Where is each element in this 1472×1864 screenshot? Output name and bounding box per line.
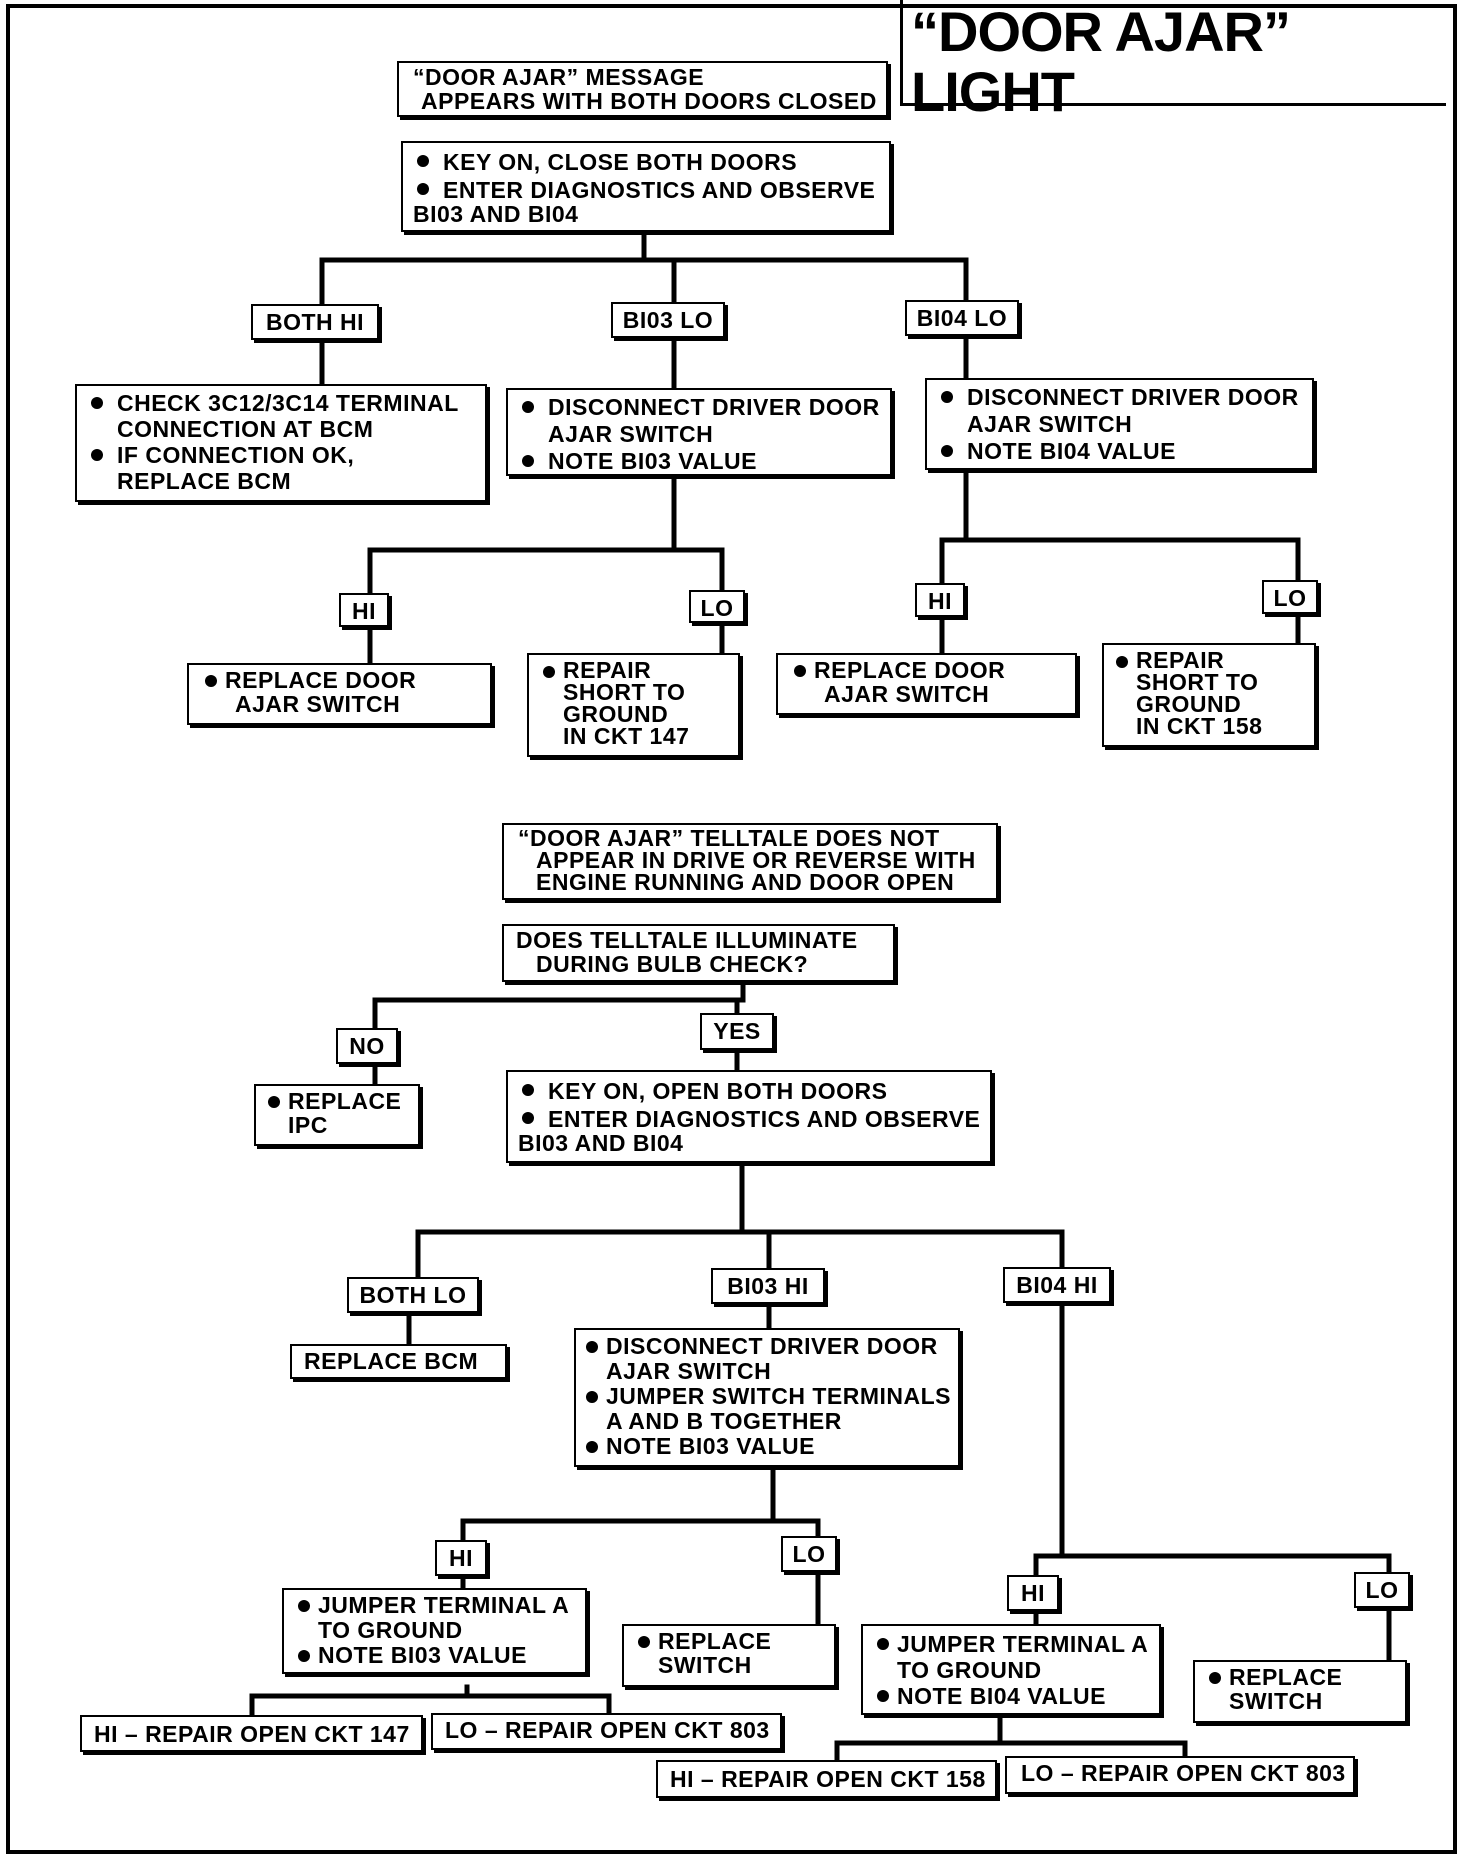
flow1-repair-158-cont3: IN CKT 158 — [1136, 713, 1263, 739]
flow2-start-line3: ENGINE RUNNING AND DOOR OPEN — [536, 869, 955, 895]
flow2-replace-switch-1: REPLACE SWITCH — [622, 1624, 836, 1687]
flow1-step1-bullet2: ENTER DIAGNOSTICS AND OBSERVE — [413, 176, 889, 204]
flow1-repair-147: REPAIR SHORT TO GROUND IN CKT 147 — [527, 653, 740, 757]
flow1-repair-158-cont2: GROUND — [1136, 691, 1242, 717]
flow2-question-line2: DURING BULB CHECK? — [536, 951, 809, 977]
flow1-bi04-hi-label: HI — [915, 583, 965, 617]
flow1-replace-door-ajar-1: REPLACE DOOR AJAR SWITCH — [187, 663, 492, 725]
flow2-jumper-bi03-box: JUMPER TERMINAL A TO GROUND NOTE BI03 VA… — [282, 1588, 587, 1674]
flow2-bi03-hi-bullet1: DISCONNECT DRIVER DOOR — [586, 1334, 958, 1359]
flow2-branch-bi03-hi: BI03 HI — [711, 1268, 825, 1304]
flow2-replace-ipc: REPLACE IPC — [254, 1084, 420, 1146]
flow1-bi03-lo-cont1: AJAR SWITCH — [548, 421, 714, 447]
flow1-start-box: “DOOR AJAR” MESSAGE APPEARS WITH BOTH DO… — [397, 61, 888, 117]
flow2-replace-switch-2: REPLACE SWITCH — [1193, 1660, 1407, 1723]
flow1-start-line2: APPEARS WITH BOTH DOORS CLOSED — [421, 88, 877, 114]
flow1-bi03-lo-label: LO — [689, 590, 745, 623]
flow2-jumper-bi04-box: JUMPER TERMINAL A TO GROUND NOTE BI04 VA… — [861, 1624, 1161, 1715]
flow2-jumper-bi04-bullet2: NOTE BI04 VALUE — [877, 1683, 1159, 1709]
flow1-repair-158-bullet: REPAIR — [1116, 649, 1314, 672]
flow2-lo-repair-803-1: LO – REPAIR OPEN CKT 803 — [431, 1713, 782, 1750]
flow2-yes-label: YES — [700, 1013, 774, 1050]
flow2-step1-bullet2: ENTER DIAGNOSTICS AND OBSERVE — [518, 1105, 990, 1133]
flow1-both-hi-action: CHECK 3C12/3C14 TERMINAL CONNECTION AT B… — [75, 384, 487, 502]
flow2-start-line2: APPEAR IN DRIVE OR REVERSE WITH — [536, 847, 976, 873]
flow1-bi04-lo-action: DISCONNECT DRIVER DOOR AJAR SWITCH NOTE … — [925, 378, 1314, 470]
flow1-bi04-lo-bullet2: NOTE BI04 VALUE — [937, 438, 1312, 465]
flow2-lo-repair-803-2: LO – REPAIR OPEN CKT 803 — [1005, 1756, 1355, 1794]
flow1-both-hi-bullet1: CHECK 3C12/3C14 TERMINAL — [87, 390, 485, 416]
flow2-jumper-bi03-bullet1: JUMPER TERMINAL A — [298, 1593, 585, 1618]
flow2-hi-repair-158: HI – REPAIR OPEN CKT 158 — [656, 1760, 997, 1798]
flow2-replace-switch-2-cont: SWITCH — [1229, 1688, 1323, 1714]
page-title: “DOOR AJAR” LIGHT — [900, 0, 1446, 122]
flow1-bi04-lo-cont1: AJAR SWITCH — [967, 411, 1133, 437]
flow2-bi04-hi-hi-label: HI — [1007, 1575, 1059, 1611]
flow1-bi04-lo-label: LO — [1262, 580, 1318, 614]
flow2-step1-cont: BI03 AND BI04 — [518, 1130, 684, 1156]
flow2-replace-ipc-bullet: REPLACE — [268, 1089, 418, 1113]
flow1-branch-both-hi: BOTH HI — [251, 304, 379, 340]
flow2-replace-bcm: REPLACE BCM — [290, 1344, 507, 1379]
flow2-bi03-hi-hi-label: HI — [435, 1540, 487, 1576]
flow1-repair-158-cont1: SHORT TO — [1136, 669, 1259, 695]
flow2-bi03-hi-lo-label: LO — [781, 1536, 837, 1572]
flow2-replace-switch-1-cont: SWITCH — [658, 1652, 752, 1678]
flow1-replace-door-ajar-2-cont: AJAR SWITCH — [824, 681, 990, 707]
flow1-repair-147-bullet: REPAIR — [543, 659, 738, 682]
flow2-jumper-bi03-bullet2: NOTE BI03 VALUE — [298, 1643, 585, 1668]
flow1-replace-door-ajar-1-bullet: REPLACE DOOR — [205, 668, 490, 692]
flow2-replace-ipc-cont: IPC — [288, 1112, 328, 1138]
flow2-replace-bcm-text: REPLACE BCM — [304, 1348, 479, 1374]
flow2-lo-repair-803-2-text: LO – REPAIR OPEN CKT 803 — [1021, 1760, 1346, 1786]
flow1-both-hi-bullet2: IF CONNECTION OK, — [87, 442, 485, 468]
flow2-jumper-bi04-bullet1: JUMPER TERMINAL A — [877, 1631, 1159, 1657]
flow2-bi03-hi-bullet2: JUMPER SWITCH TERMINALS — [586, 1384, 958, 1409]
flow1-branch-bi04-lo: BI04 LO — [905, 300, 1019, 336]
flow2-bi03-hi-bullet3: NOTE BI03 VALUE — [586, 1434, 958, 1459]
flow2-hi-repair-147: HI – REPAIR OPEN CKT 147 — [80, 1715, 423, 1752]
flow2-no-label: NO — [336, 1028, 398, 1064]
flow2-branch-bi04-hi: BI04 HI — [1003, 1267, 1111, 1303]
flow2-jumper-bi03-cont: TO GROUND — [318, 1617, 463, 1643]
page-frame — [6, 4, 1457, 1854]
flow1-branch-bi03-lo: BI03 LO — [611, 302, 725, 338]
flow2-lo-repair-803-1-text: LO – REPAIR OPEN CKT 803 — [445, 1717, 770, 1743]
flow2-step1-bullet1: KEY ON, OPEN BOTH DOORS — [518, 1077, 990, 1105]
flow1-repair-147-cont1: SHORT TO — [563, 679, 686, 705]
flow1-bi03-lo-bullet1: DISCONNECT DRIVER DOOR — [518, 394, 890, 421]
flow1-replace-door-ajar-2: REPLACE DOOR AJAR SWITCH — [776, 653, 1077, 715]
flow1-repair-147-cont3: IN CKT 147 — [563, 723, 690, 749]
flow1-both-hi-cont2: REPLACE BCM — [117, 468, 292, 494]
flow1-start-line1: “DOOR AJAR” MESSAGE — [413, 64, 705, 90]
flow2-bi03-hi-cont1: AJAR SWITCH — [606, 1358, 772, 1384]
flow1-repair-158: REPAIR SHORT TO GROUND IN CKT 158 — [1102, 643, 1316, 747]
flow1-step1-cont: BI03 AND BI04 — [413, 201, 579, 227]
flow1-both-hi-cont1: CONNECTION AT BCM — [117, 416, 374, 442]
flow1-bi03-lo-action: DISCONNECT DRIVER DOOR AJAR SWITCH NOTE … — [506, 388, 892, 476]
flow2-start-line1: “DOOR AJAR” TELLTALE DOES NOT — [518, 825, 940, 851]
flow2-replace-switch-1-bullet: REPLACE — [638, 1629, 834, 1653]
flow1-step1-box: KEY ON, CLOSE BOTH DOORS ENTER DIAGNOSTI… — [401, 141, 891, 232]
flow2-bi03-hi-cont2: A AND B TOGETHER — [606, 1408, 842, 1434]
flow2-bi03-hi-action: DISCONNECT DRIVER DOOR AJAR SWITCH JUMPE… — [574, 1328, 960, 1467]
flow2-replace-switch-2-bullet: REPLACE — [1209, 1665, 1405, 1689]
flow2-start-box: “DOOR AJAR” TELLTALE DOES NOT APPEAR IN … — [502, 823, 998, 900]
flow2-branch-both-lo: BOTH LO — [347, 1277, 479, 1313]
flow1-bi04-lo-bullet1: DISCONNECT DRIVER DOOR — [937, 384, 1312, 411]
flow1-replace-door-ajar-2-bullet: REPLACE DOOR — [794, 658, 1075, 682]
flow1-repair-147-cont2: GROUND — [563, 701, 669, 727]
flow1-bi03-hi-label: HI — [339, 593, 389, 627]
flow1-step1-bullet1: KEY ON, CLOSE BOTH DOORS — [413, 148, 889, 176]
flow2-bi04-hi-lo-label: LO — [1354, 1572, 1410, 1608]
flow2-jumper-bi04-cont: TO GROUND — [897, 1657, 1042, 1683]
flow1-replace-door-ajar-1-cont: AJAR SWITCH — [235, 691, 401, 717]
flow2-hi-repair-158-text: HI – REPAIR OPEN CKT 158 — [670, 1766, 986, 1792]
flow2-question-box: DOES TELLTALE ILLUMINATE DURING BULB CHE… — [502, 924, 895, 982]
flow2-hi-repair-147-text: HI – REPAIR OPEN CKT 147 — [94, 1721, 410, 1747]
flow2-question-line1: DOES TELLTALE ILLUMINATE — [516, 927, 858, 953]
flow1-bi03-lo-bullet2: NOTE BI03 VALUE — [518, 448, 890, 475]
flow2-step1-box: KEY ON, OPEN BOTH DOORS ENTER DIAGNOSTIC… — [506, 1070, 992, 1163]
